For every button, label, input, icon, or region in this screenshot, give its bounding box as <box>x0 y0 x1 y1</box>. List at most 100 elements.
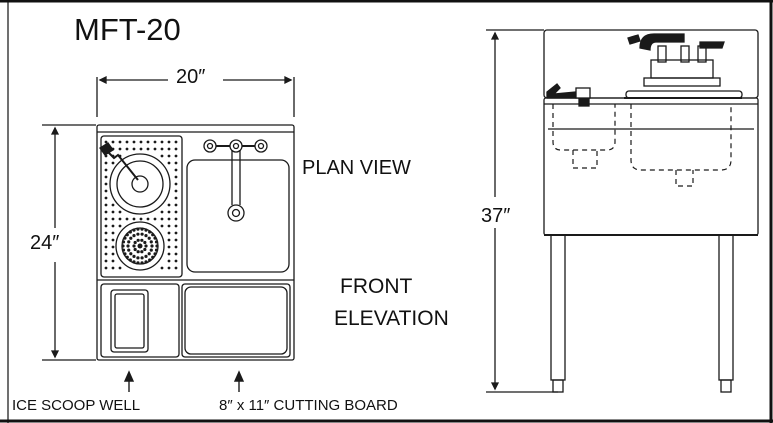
strainer-hole <box>132 234 136 238</box>
perforation-hole <box>104 175 108 179</box>
perforation-hole <box>160 217 164 221</box>
front-elevation-drawing <box>486 29 759 393</box>
strainer-hole <box>144 260 148 264</box>
perforation-hole <box>167 203 171 207</box>
strainer-hole <box>150 244 154 248</box>
strainer-hole <box>127 248 131 252</box>
strainer-hole <box>143 247 147 252</box>
perforation-hole <box>174 140 178 144</box>
strainer-center-hole <box>137 243 143 249</box>
strainer-hole <box>154 248 159 252</box>
perforation-hole <box>174 210 178 214</box>
perforation-hole <box>118 266 122 270</box>
strainer-holes <box>121 227 159 265</box>
model-title: MFT-20 <box>74 12 181 47</box>
ice-scoop-well-label: ICE SCOOP WELL <box>12 397 141 414</box>
front-elevation-label-line2: ELEVATION <box>334 307 449 330</box>
perforation-hole <box>167 231 171 235</box>
strainer-hole <box>129 252 133 256</box>
perforation-hole <box>146 217 150 221</box>
perforation-hole <box>174 224 178 228</box>
perforation-hole <box>104 203 108 207</box>
perforation-hole <box>118 147 122 151</box>
perforation-hole <box>111 259 115 263</box>
perforation-hole <box>174 231 178 235</box>
perforation-hole <box>111 147 115 151</box>
perforation-hole <box>146 140 150 144</box>
perforation-hole <box>118 154 122 158</box>
perforation-hole <box>174 196 178 200</box>
perforation-hole <box>167 259 171 263</box>
strainer-hole <box>136 250 140 254</box>
perforation-hole <box>167 238 171 242</box>
perforation-hole <box>174 182 178 186</box>
strainer-hole <box>147 252 151 256</box>
perforation-hole <box>111 154 115 158</box>
strainer-hole <box>144 244 148 248</box>
strainer-hole <box>121 240 126 244</box>
strainer-hole <box>140 261 144 265</box>
perforation-hole <box>104 196 108 200</box>
strainer-hole <box>129 236 133 240</box>
perforation-hole <box>104 161 108 165</box>
perforation-hole <box>104 259 108 263</box>
perforation-hole <box>153 147 157 151</box>
perforation-hole <box>118 224 122 228</box>
strainer-hole <box>121 248 126 252</box>
plan-view-label: PLAN VIEW <box>302 157 411 179</box>
strainer-hole <box>136 238 140 242</box>
perforation-hole <box>111 210 115 214</box>
strainer-hole <box>123 236 127 240</box>
strainer-hole <box>125 233 129 237</box>
perforation-hole <box>174 147 178 151</box>
strainer-hole <box>149 240 153 244</box>
perforation-hole <box>111 245 115 249</box>
perforation-hole <box>160 266 164 270</box>
strainer-hole <box>132 260 136 264</box>
perforation-hole <box>139 140 143 144</box>
strainer-hole <box>128 258 132 262</box>
perforation-hole <box>111 266 115 270</box>
strainer-hole <box>144 234 148 238</box>
perforation-hole <box>111 231 115 235</box>
perforation-hole <box>174 266 178 270</box>
perforation-hole <box>167 140 171 144</box>
perforation-hole <box>118 217 122 221</box>
strainer-hole <box>140 232 144 236</box>
strainer-hole <box>153 252 157 256</box>
perforation-hole <box>111 238 115 242</box>
perforation-hole <box>167 245 171 249</box>
perforation-hole <box>104 231 108 235</box>
cutting-board-label: 8″ x 11″ CUTTING BOARD <box>219 397 398 414</box>
strainer-hole <box>128 230 132 234</box>
perforation-hole <box>160 147 164 151</box>
callout-arrows <box>123 370 245 392</box>
perforation-hole <box>104 154 108 158</box>
strainer-hole <box>136 227 140 231</box>
perforation-hole <box>167 161 171 165</box>
perforation-hole <box>104 224 108 228</box>
strainer-hole <box>133 247 137 252</box>
strainer-hole <box>148 230 152 234</box>
strainer-hole <box>151 255 155 259</box>
strainer-hole <box>136 256 140 260</box>
perforation-hole <box>174 259 178 263</box>
strainer-hole <box>140 250 144 254</box>
strainer-hole <box>127 240 131 244</box>
perforation-hole <box>167 217 171 221</box>
perforation-hole <box>174 154 178 158</box>
perforation-hole <box>174 175 178 179</box>
strainer-hole <box>132 244 136 248</box>
strainer-hole <box>153 236 157 240</box>
perforation-hole <box>104 245 108 249</box>
perforation-hole <box>104 168 108 172</box>
perforation-hole <box>139 217 143 221</box>
perforation-hole <box>104 182 108 186</box>
perforation-hole <box>104 210 108 214</box>
strainer-hole <box>143 240 147 245</box>
perforation-hole <box>174 161 178 165</box>
perforation-hole <box>174 203 178 207</box>
perforation-hole <box>125 217 129 221</box>
perforation-hole <box>167 266 171 270</box>
strainer-hole <box>136 261 140 265</box>
